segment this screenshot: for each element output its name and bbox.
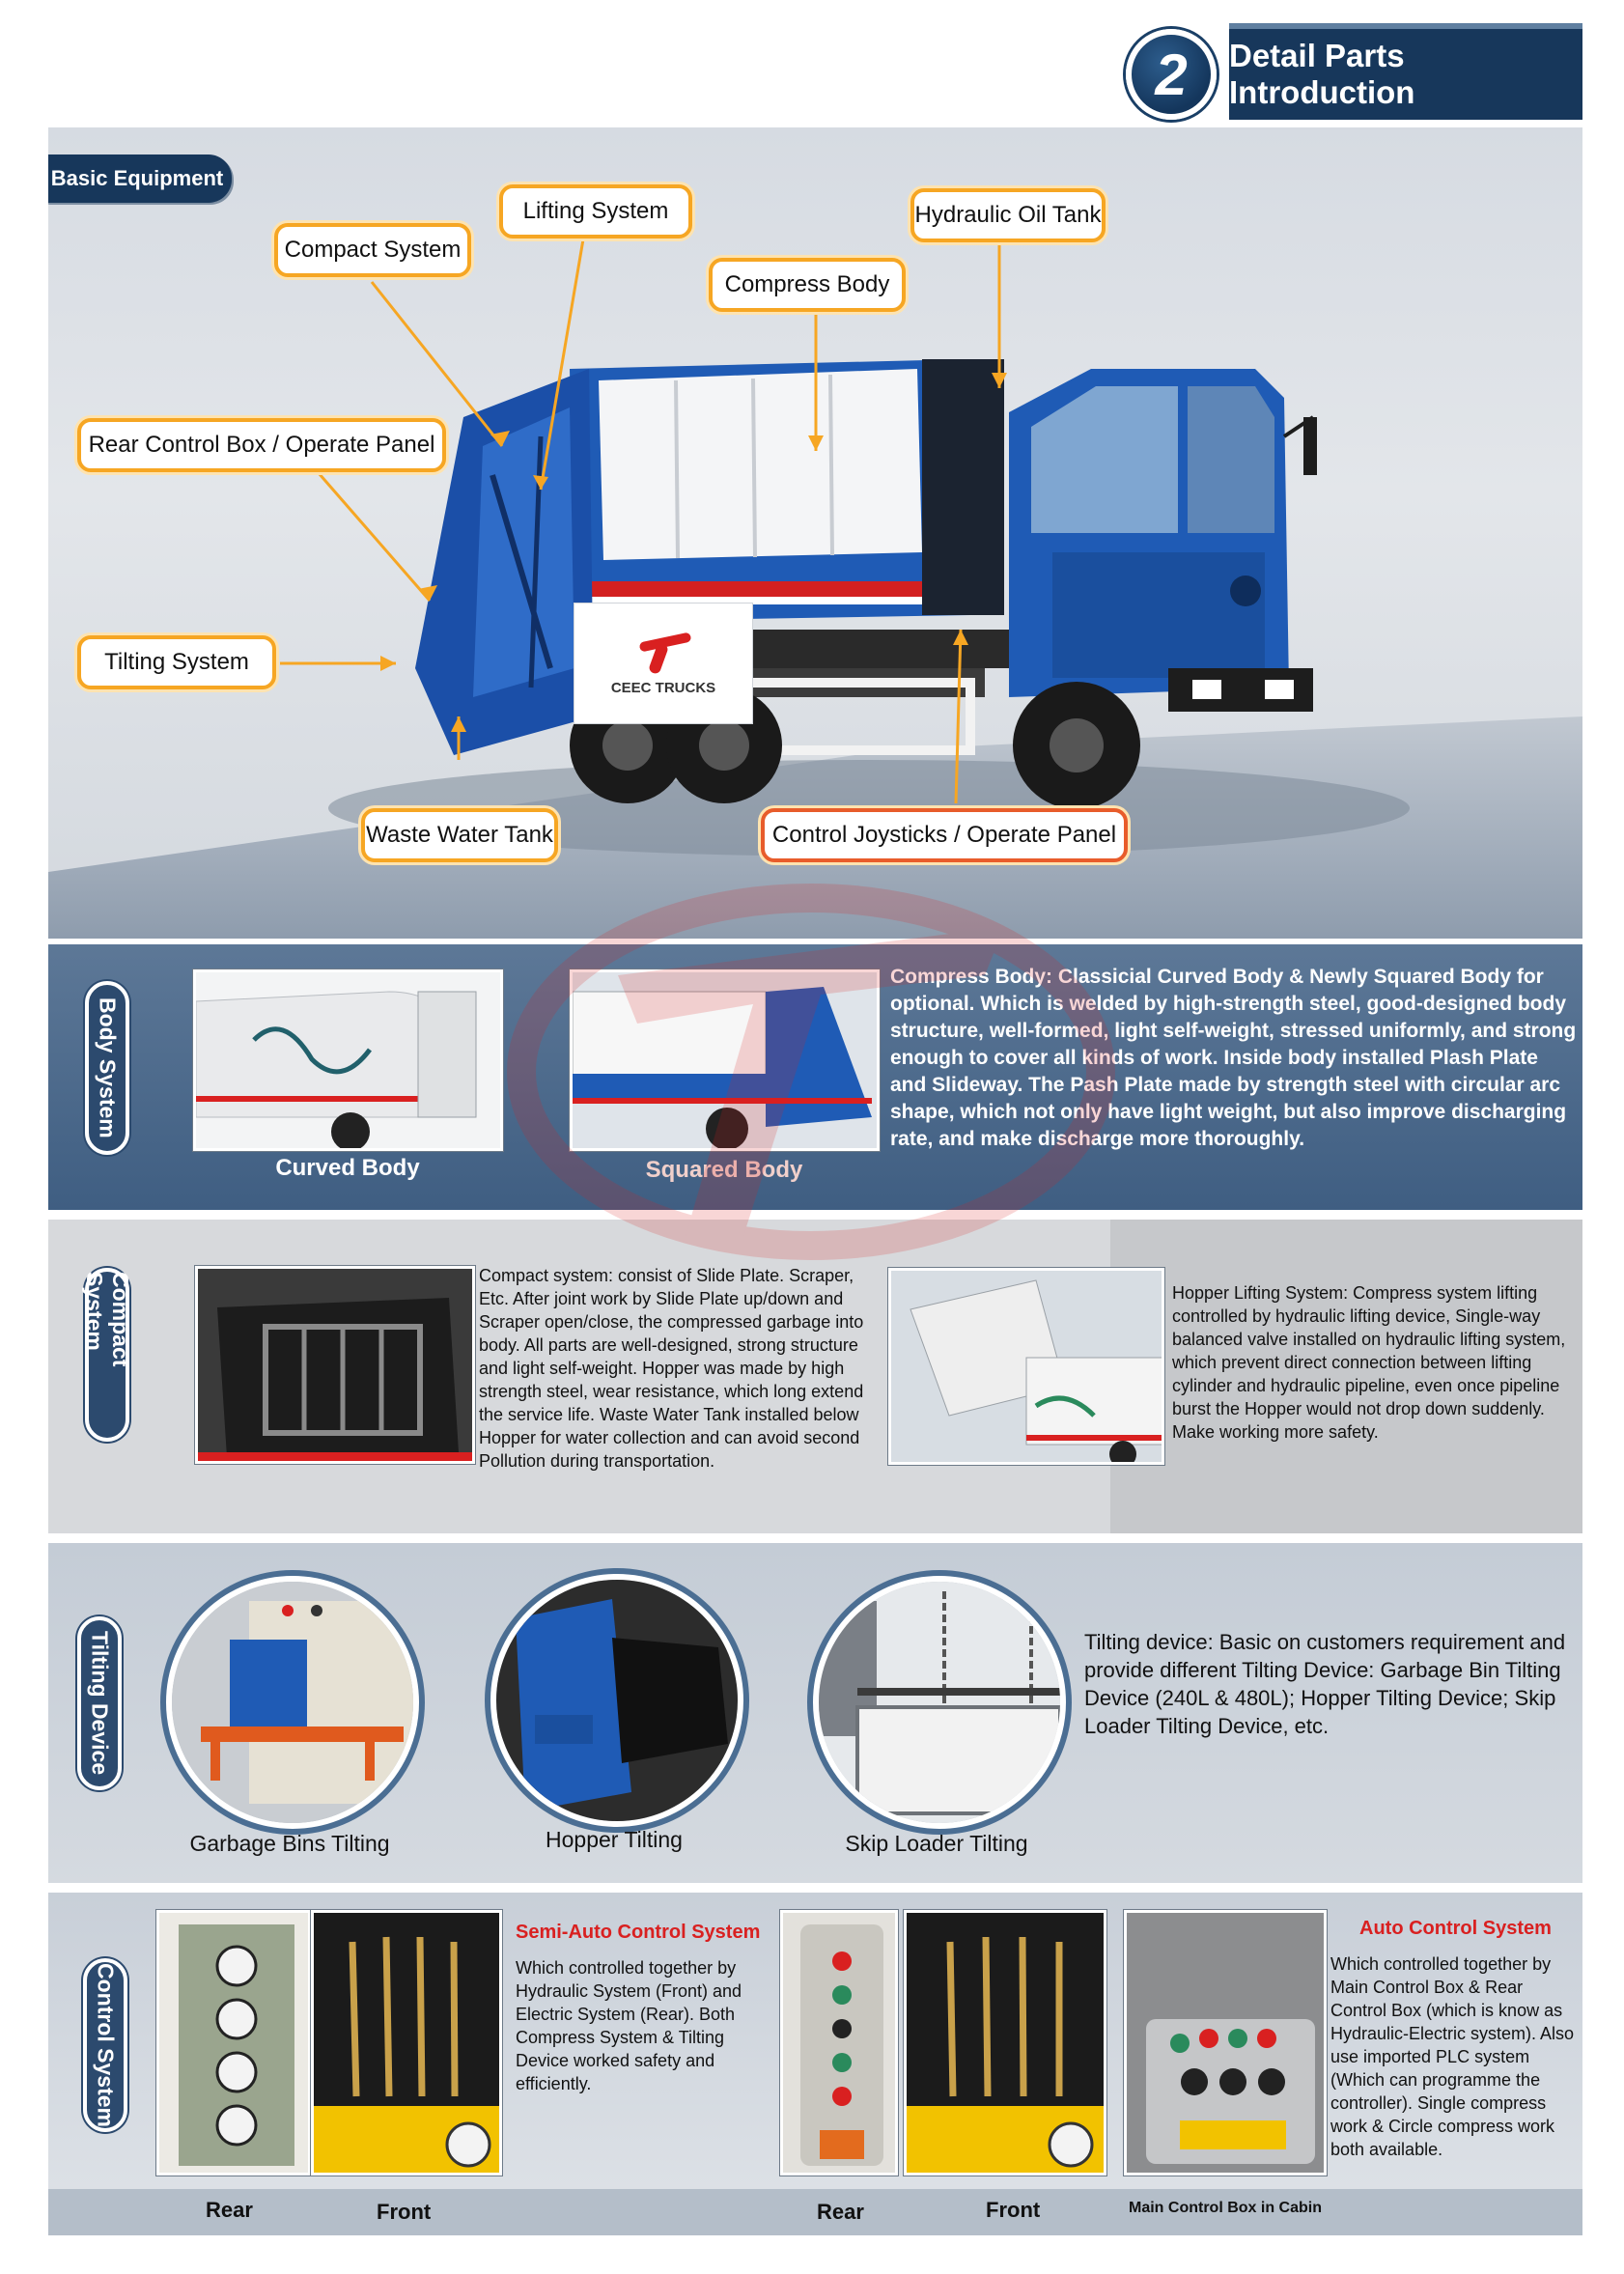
callout-lifting-system: Lifting System [499, 184, 692, 239]
semi-auto-front-caption: Front [377, 2200, 432, 2224]
hopper-tilting-photo [490, 1574, 743, 1827]
skip-loader-tilting-photo [813, 1576, 1066, 1829]
skip-loader-tilting-caption: Skip Loader Tilting [845, 1831, 1028, 1856]
semi-auto-control-title: Semi-Auto Control System [516, 1922, 761, 1943]
basic-equipment-tag: Basic Equipment [48, 154, 232, 203]
callout-compact-system: Compact System [274, 223, 471, 277]
tilting-device-label: Tilting Device [77, 1616, 122, 1790]
compact-right-panel [1110, 1220, 1582, 1533]
brand-logo-icon [630, 631, 697, 675]
curved-body-photo [193, 969, 503, 1151]
body-system-section: Body System Curved Body Squared Body Com… [48, 944, 1582, 1210]
auto-control-title: Auto Control System [1359, 1918, 1552, 1939]
header-logo: 2 [1126, 29, 1217, 120]
control-system-label: Control System [83, 1958, 127, 2132]
body-system-label: Body System [85, 981, 129, 1155]
auto-front-caption: Front [986, 2198, 1041, 2222]
page-title: Detail Parts Introduction [1229, 23, 1582, 120]
semi-auto-rear-caption: Rear [206, 2198, 253, 2222]
body-system-description: Compress Body: Classicial Curved Body & … [890, 966, 1577, 1150]
tilting-device-section: Tilting Device Garbage [48, 1543, 1582, 1883]
basic-equipment-section: CEEC TRUCKS Basic Equipment Compact Syst… [48, 127, 1582, 939]
callout-compress-body: Compress Body [709, 258, 906, 312]
auto-rear-caption: Rear [817, 2200, 864, 2224]
compact-system-label: Compact System [82, 1268, 133, 1442]
auto-rear-panel-photo [780, 1910, 898, 2176]
semi-auto-front-joysticks-photo [311, 1910, 502, 2176]
compact-hopper-photo [195, 1266, 475, 1464]
callout-control-joysticks: Control Joysticks / Operate Panel [761, 808, 1128, 862]
main-control-box-photo [1124, 1910, 1327, 2176]
squared-body-photo [570, 969, 880, 1151]
control-caption-strip [48, 2189, 1582, 2235]
semi-auto-rear-panel-photo [156, 1910, 311, 2176]
callout-tilting-system: Tilting System [77, 635, 276, 689]
control-system-section: Control System Semi-Auto Control System … [48, 1893, 1582, 2235]
brand-name: CEEC TRUCKS [610, 679, 716, 696]
main-control-box-caption: Main Control Box in Cabin [1129, 2200, 1322, 2216]
callout-hydraulic-oil-tank: Hydraulic Oil Tank [910, 188, 1106, 242]
curved-body-caption: Curved Body [275, 1155, 420, 1181]
hopper-lifting-description: Hopper Lifting System: Compress system l… [1172, 1283, 1566, 1442]
callout-waste-water-tank: Waste Water Tank [361, 808, 558, 862]
hopper-tilting-caption: Hopper Tilting [546, 1827, 683, 1852]
brand-sticker: CEEC TRUCKS [574, 603, 753, 724]
compact-system-section: Compact System Compact system: consist o… [48, 1220, 1582, 1533]
compact-system-description: Compact system: consist of Slide Plate. … [479, 1266, 864, 1471]
garbage-bins-tilting-caption: Garbage Bins Tilting [189, 1831, 390, 1856]
auto-control-description: Which controlled together by Main Contro… [1330, 1954, 1575, 2159]
auto-front-joysticks-photo [904, 1910, 1106, 2176]
tilting-device-description: Tilting device: Basic on customers requi… [1084, 1630, 1566, 1738]
semi-auto-control-description: Which controlled together by Hydraulic S… [516, 1958, 742, 2093]
garbage-bins-tilting-photo [166, 1576, 419, 1829]
garbage-truck-illustration [280, 233, 1410, 856]
callout-rear-control-box: Rear Control Box / Operate Panel [77, 418, 446, 472]
squared-body-caption: Squared Body [645, 1157, 803, 1183]
hopper-lifting-photo [888, 1268, 1164, 1465]
